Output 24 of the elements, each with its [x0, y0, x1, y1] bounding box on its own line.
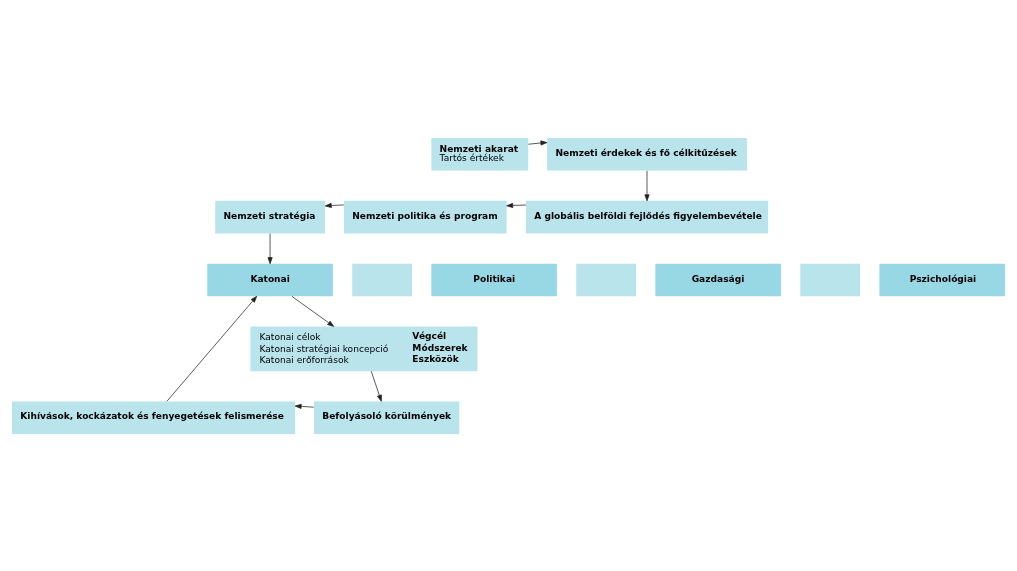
node-box: Nemzeti stratégia	[215, 200, 325, 233]
arrow	[166, 295, 258, 402]
node-box: Nemzeti akarat Tartós értékek	[431, 137, 529, 171]
arrow	[506, 202, 527, 208]
node-box: Pszichológiai	[879, 263, 1005, 296]
node-box: Politikai	[431, 263, 557, 296]
arrow	[528, 140, 548, 145]
arrow	[291, 295, 335, 327]
node-box	[576, 263, 637, 296]
node-box: Nemzeti politika és program	[343, 200, 507, 233]
arrow	[324, 202, 345, 208]
node-box: A globális belföldi fejlődés figyelembevétele	[525, 200, 769, 233]
arrow	[294, 403, 315, 409]
arrow	[370, 370, 382, 402]
arrow	[644, 169, 650, 201]
arrow	[267, 232, 273, 264]
node-box	[352, 263, 412, 296]
node-box: Befolyásoló körülmények	[314, 400, 460, 434]
node-box	[800, 263, 861, 296]
node-box: Nemzeti érdekek és fő célkitűzések	[547, 137, 747, 171]
node-box: Kihívások, kockázatok és fenyegetések felismerése	[12, 400, 296, 434]
node-box: Gazdasági	[655, 263, 781, 296]
node-box: Katonai célok Végcél Katonai stratégiai koncepció Módszerek Katonai erőforrások Eszközök	[250, 326, 478, 371]
node-box: Katonai	[207, 263, 333, 296]
